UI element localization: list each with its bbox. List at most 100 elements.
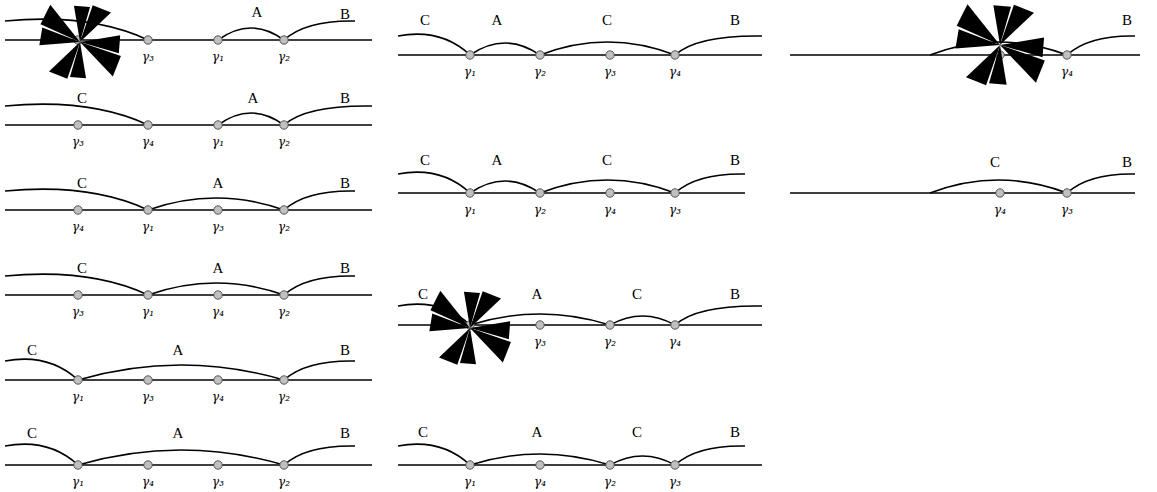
vertex-dot [671,321,679,329]
vertex-dot [466,321,474,329]
vertex-dot [280,206,288,214]
arc-label: B [730,425,740,440]
arc-curve [5,444,78,465]
vertex-dot [280,121,288,129]
vertex-label: γ₃ [72,306,84,318]
arc-curve [610,316,675,325]
arc-label: A [492,13,503,28]
vertex-label: γ₂ [534,66,546,78]
baseline [5,294,372,296]
vertex-dot [996,51,1004,59]
arc-curve [1067,174,1135,193]
blot-blade [979,0,1016,45]
vertex-dot [280,36,288,44]
vertex-label: γ₁ [212,51,224,63]
arc-label: C [27,343,37,358]
arc-label: A [492,153,503,168]
blot-blade [955,3,1006,45]
arc-curve [284,276,355,295]
arc-label: A [173,426,184,441]
arc-label: C [632,287,642,302]
vertex-dot [671,461,679,469]
vertex-dot [144,121,152,129]
blot-blade [455,328,489,369]
arc-curve [675,174,745,193]
vertex-label: γ₂ [278,51,290,63]
arc-curve [470,181,540,193]
vertex-label: γ₄ [604,204,616,216]
vertex-label: γ₄ [212,391,224,403]
vertex-dot [74,36,82,44]
vertex-label: γ₄ [142,136,154,148]
vertex-label: γ₃ [604,66,616,78]
vertex-dot [144,291,152,299]
blot-blade [451,287,485,328]
vertex-label: γ₁ [212,136,224,148]
baseline [398,192,745,194]
vertex-label: γ₁ [142,221,154,233]
vertex-dot [606,51,614,59]
baseline [790,192,1135,194]
blot-blade [470,307,516,345]
vertex-label: γ₂ [278,476,290,488]
arc-curve [218,28,284,40]
arc-label: C [990,155,1000,170]
arc-curve [675,306,762,325]
arc-curve [284,21,355,40]
blot-blade [61,1,95,42]
vertex-label: γ₃ [142,391,154,403]
vertex-label: γ₄ [669,66,681,78]
arc-label: C [27,426,37,441]
baseline [5,39,372,41]
vertex-dot [466,189,474,197]
arc-label: C [602,13,612,28]
arc-label: A [213,176,224,191]
vertex-dot [214,376,222,384]
vertex-dot [280,461,288,469]
vertex-label: γ₁ [72,391,84,403]
blot-blade [965,42,1000,86]
baseline [398,464,762,466]
arc-curve [398,172,470,193]
arc-curve [5,359,78,380]
blot-blade [950,23,1000,67]
baseline [790,54,1140,56]
arc-label: B [1122,155,1132,170]
arc-label: C [420,13,430,28]
arc-label: B [340,91,350,106]
arc-label: C [632,425,642,440]
vertex-label: γ₂ [604,476,616,488]
arc-curve [78,365,284,380]
arc-label: C [602,153,612,168]
vertex-label: γ₂ [278,391,290,403]
vertex-dot [74,206,82,214]
arc-label: C [420,153,430,168]
vertex-dot [214,206,222,214]
vertex-label: γ₂ [278,221,290,233]
vertex-label: γ₂ [534,204,546,216]
baseline [5,209,372,211]
arc-curve [610,456,675,465]
arc-label: C [77,261,87,276]
vertex-label: γ₄ [994,204,1006,216]
blot-blade [34,22,80,62]
vertex-dot [536,461,544,469]
baseline [5,124,372,126]
vertex-dot [671,51,679,59]
blot-blade [65,42,99,83]
vertex-label: γ₁ [464,204,476,216]
vertex-dot [214,461,222,469]
arc-curve [78,450,284,465]
arc-label: C [418,287,428,302]
vertex-dot [214,121,222,129]
vertex-label: γ₂ [604,336,616,348]
arc-curve [675,36,762,55]
vertex-dot [606,461,614,469]
blot-blade [470,290,502,330]
arc-label: B [730,153,740,168]
arc-curve [284,191,355,210]
vertex-dot [536,51,544,59]
arc-label: C [77,176,87,191]
vertex-dot [214,291,222,299]
vertex-dot [606,321,614,329]
